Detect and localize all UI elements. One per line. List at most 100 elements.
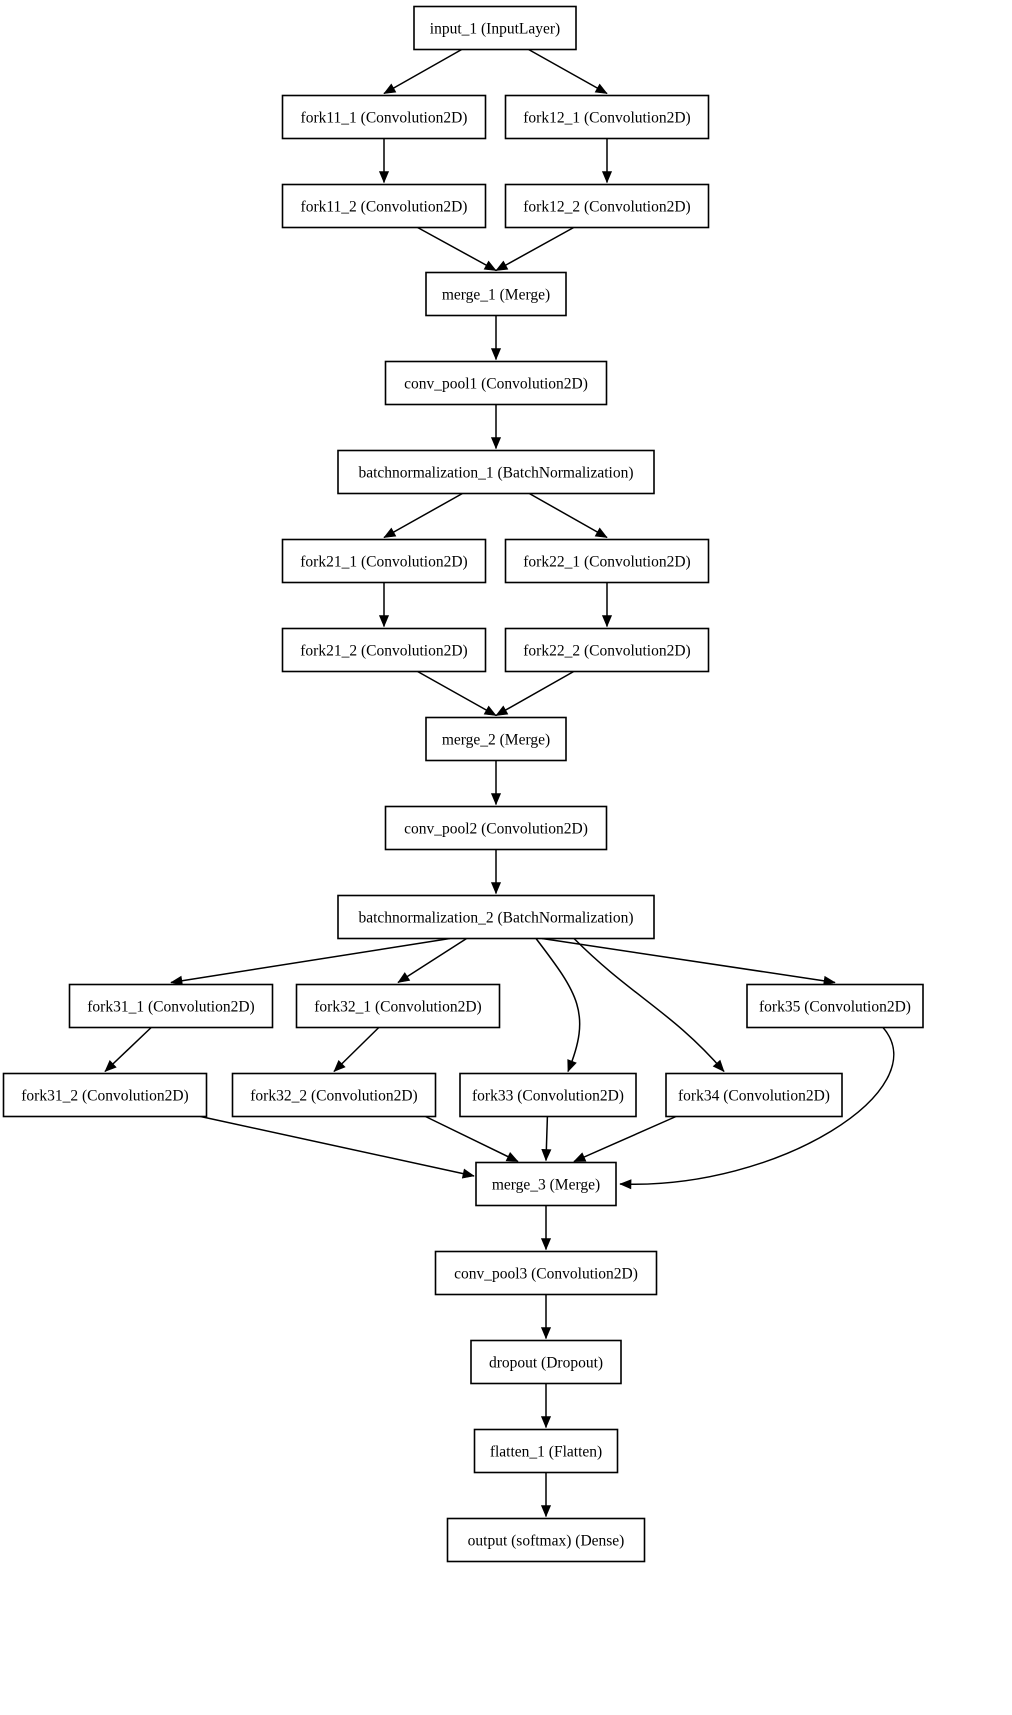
edge-batchnormalization_2-to-fork35: [541, 937, 836, 984]
node-fork31_1[interactable]: fork31_1 (Convolution2D): [68, 983, 274, 1029]
node-fork31_2[interactable]: fork31_2 (Convolution2D): [2, 1072, 208, 1118]
edge-arrowhead: [490, 348, 502, 361]
edge-fork34-to-merge_3: [573, 1115, 677, 1163]
node-label-conv_pool2: conv_pool2 (Convolution2D): [404, 821, 588, 838]
node-box-fork32_2[interactable]: [231, 1072, 437, 1118]
node-label-merge_3: merge_3 (Merge): [492, 1177, 600, 1194]
node-box-batchnormalization_1[interactable]: [337, 449, 655, 495]
node-flatten_1[interactable]: flatten_1 (Flatten): [473, 1428, 619, 1474]
node-box-merge_3[interactable]: [475, 1161, 617, 1207]
node-box-fork11_2[interactable]: [281, 183, 487, 229]
node-label-fork33: fork33 (Convolution2D): [472, 1088, 624, 1105]
node-fork35[interactable]: fork35 (Convolution2D): [746, 983, 924, 1029]
node-box-dropout[interactable]: [470, 1339, 622, 1385]
edge-arrowhead: [601, 171, 613, 184]
node-fork32_1[interactable]: fork32_1 (Convolution2D): [295, 983, 501, 1029]
node-input_1[interactable]: input_1 (InputLayer): [413, 5, 577, 51]
edge-input_1-to-fork12_1: [528, 48, 608, 95]
edge-arrowhead: [619, 1179, 632, 1190]
node-fork12_1[interactable]: fork12_1 (Convolution2D): [504, 94, 710, 140]
node-fork21_2[interactable]: fork21_2 (Convolution2D): [281, 627, 487, 673]
edge-fork35-to-merge_3: [619, 1027, 895, 1185]
edge-batchnormalization_1-to-fork22_1: [528, 492, 608, 539]
node-fork34[interactable]: fork34 (Convolution2D): [665, 1072, 843, 1118]
node-box-merge_2[interactable]: [425, 716, 567, 762]
node-box-fork34[interactable]: [665, 1072, 843, 1118]
node-box-fork31_1[interactable]: [68, 983, 274, 1029]
edges-layer: [104, 48, 895, 1518]
node-batchnormalization_2[interactable]: batchnormalization_2 (BatchNormalization…: [337, 894, 655, 940]
node-batchnormalization_1[interactable]: batchnormalization_1 (BatchNormalization…: [337, 449, 655, 495]
node-fork33[interactable]: fork33 (Convolution2D): [459, 1072, 637, 1118]
node-label-flatten_1: flatten_1 (Flatten): [490, 1444, 602, 1461]
node-label-fork11_2: fork11_2 (Convolution2D): [301, 199, 468, 216]
edge-arrowhead: [495, 260, 509, 271]
edge-batchnormalization_2-to-fork32_1: [397, 937, 468, 984]
node-box-conv_pool2[interactable]: [384, 805, 608, 851]
node-box-fork21_2[interactable]: [281, 627, 487, 673]
edge-arrowhead: [483, 260, 497, 271]
node-box-fork35[interactable]: [746, 983, 924, 1029]
node-fork11_2[interactable]: fork11_2 (Convolution2D): [281, 183, 487, 229]
node-label-conv_pool3: conv_pool3 (Convolution2D): [454, 1266, 638, 1283]
node-label-fork32_1: fork32_1 (Convolution2D): [314, 999, 481, 1016]
node-box-fork33[interactable]: [459, 1072, 637, 1118]
nodes-layer: input_1 (InputLayer) fork11_1 (Convolutio…: [2, 5, 924, 1563]
edge-arrowhead: [541, 1149, 552, 1162]
node-box-conv_pool3[interactable]: [434, 1250, 658, 1296]
node-box-fork31_2[interactable]: [2, 1072, 208, 1118]
node-conv_pool2[interactable]: conv_pool2 (Convolution2D): [384, 805, 608, 851]
node-conv_pool1[interactable]: conv_pool1 (Convolution2D): [384, 360, 608, 406]
node-fork32_2[interactable]: fork32_2 (Convolution2D): [231, 1072, 437, 1118]
edge-arrowhead: [490, 793, 502, 806]
edge-fork21_2-to-merge_2: [417, 670, 497, 717]
node-fork11_1[interactable]: fork11_1 (Convolution2D): [281, 94, 487, 140]
edge-arrowhead: [490, 437, 502, 450]
edge-arrowhead: [397, 972, 411, 983]
edge-batchnormalization_2-to-fork31_1: [170, 937, 451, 984]
edge-fork32_2-to-merge_3: [425, 1115, 519, 1163]
node-dropout[interactable]: dropout (Dropout): [470, 1339, 622, 1385]
node-box-fork22_2[interactable]: [504, 627, 710, 673]
node-box-fork11_1[interactable]: [281, 94, 487, 140]
edge-input_1-to-fork11_1: [383, 48, 463, 95]
node-fork21_1[interactable]: fork21_1 (Convolution2D): [281, 538, 487, 584]
edge-arrowhead: [461, 1168, 475, 1179]
node-label-dropout: dropout (Dropout): [489, 1355, 603, 1372]
edge-arrowhead: [505, 1152, 519, 1162]
node-label-fork21_2: fork21_2 (Convolution2D): [300, 643, 467, 660]
node-box-flatten_1[interactable]: [473, 1428, 619, 1474]
node-merge_2[interactable]: merge_2 (Merge): [425, 716, 567, 762]
node-label-fork35: fork35 (Convolution2D): [759, 999, 911, 1016]
node-merge_1[interactable]: merge_1 (Merge): [425, 271, 567, 317]
node-box-conv_pool1[interactable]: [384, 360, 608, 406]
edge-arrowhead: [495, 705, 509, 716]
edge-arrowhead: [540, 1238, 552, 1251]
node-box-batchnormalization_2[interactable]: [337, 894, 655, 940]
node-box-fork12_2[interactable]: [504, 183, 710, 229]
node-merge_3[interactable]: merge_3 (Merge): [475, 1161, 617, 1207]
node-box-fork12_1[interactable]: [504, 94, 710, 140]
edge-fork22_2-to-merge_2: [495, 670, 575, 717]
node-label-fork21_1: fork21_1 (Convolution2D): [300, 554, 467, 571]
node-fork22_1[interactable]: fork22_1 (Convolution2D): [504, 538, 710, 584]
edge-batchnormalization_1-to-fork21_1: [383, 492, 463, 539]
node-label-fork12_1: fork12_1 (Convolution2D): [523, 110, 690, 127]
node-box-input_1[interactable]: [413, 5, 577, 51]
edge-arrowhead: [540, 1327, 552, 1340]
node-box-fork21_1[interactable]: [281, 538, 487, 584]
node-label-merge_2: merge_2 (Merge): [442, 732, 550, 749]
node-box-merge_1[interactable]: [425, 271, 567, 317]
node-conv_pool3[interactable]: conv_pool3 (Convolution2D): [434, 1250, 658, 1296]
node-label-fork34: fork34 (Convolution2D): [678, 1088, 830, 1105]
node-fork12_2[interactable]: fork12_2 (Convolution2D): [504, 183, 710, 229]
node-box-output[interactable]: [446, 1517, 646, 1563]
node-label-fork22_2: fork22_2 (Convolution2D): [523, 643, 690, 660]
node-fork22_2[interactable]: fork22_2 (Convolution2D): [504, 627, 710, 673]
node-box-fork32_1[interactable]: [295, 983, 501, 1029]
node-output[interactable]: output (softmax) (Dense): [446, 1517, 646, 1563]
edge-arrowhead: [573, 1152, 587, 1162]
node-box-fork22_1[interactable]: [504, 538, 710, 584]
